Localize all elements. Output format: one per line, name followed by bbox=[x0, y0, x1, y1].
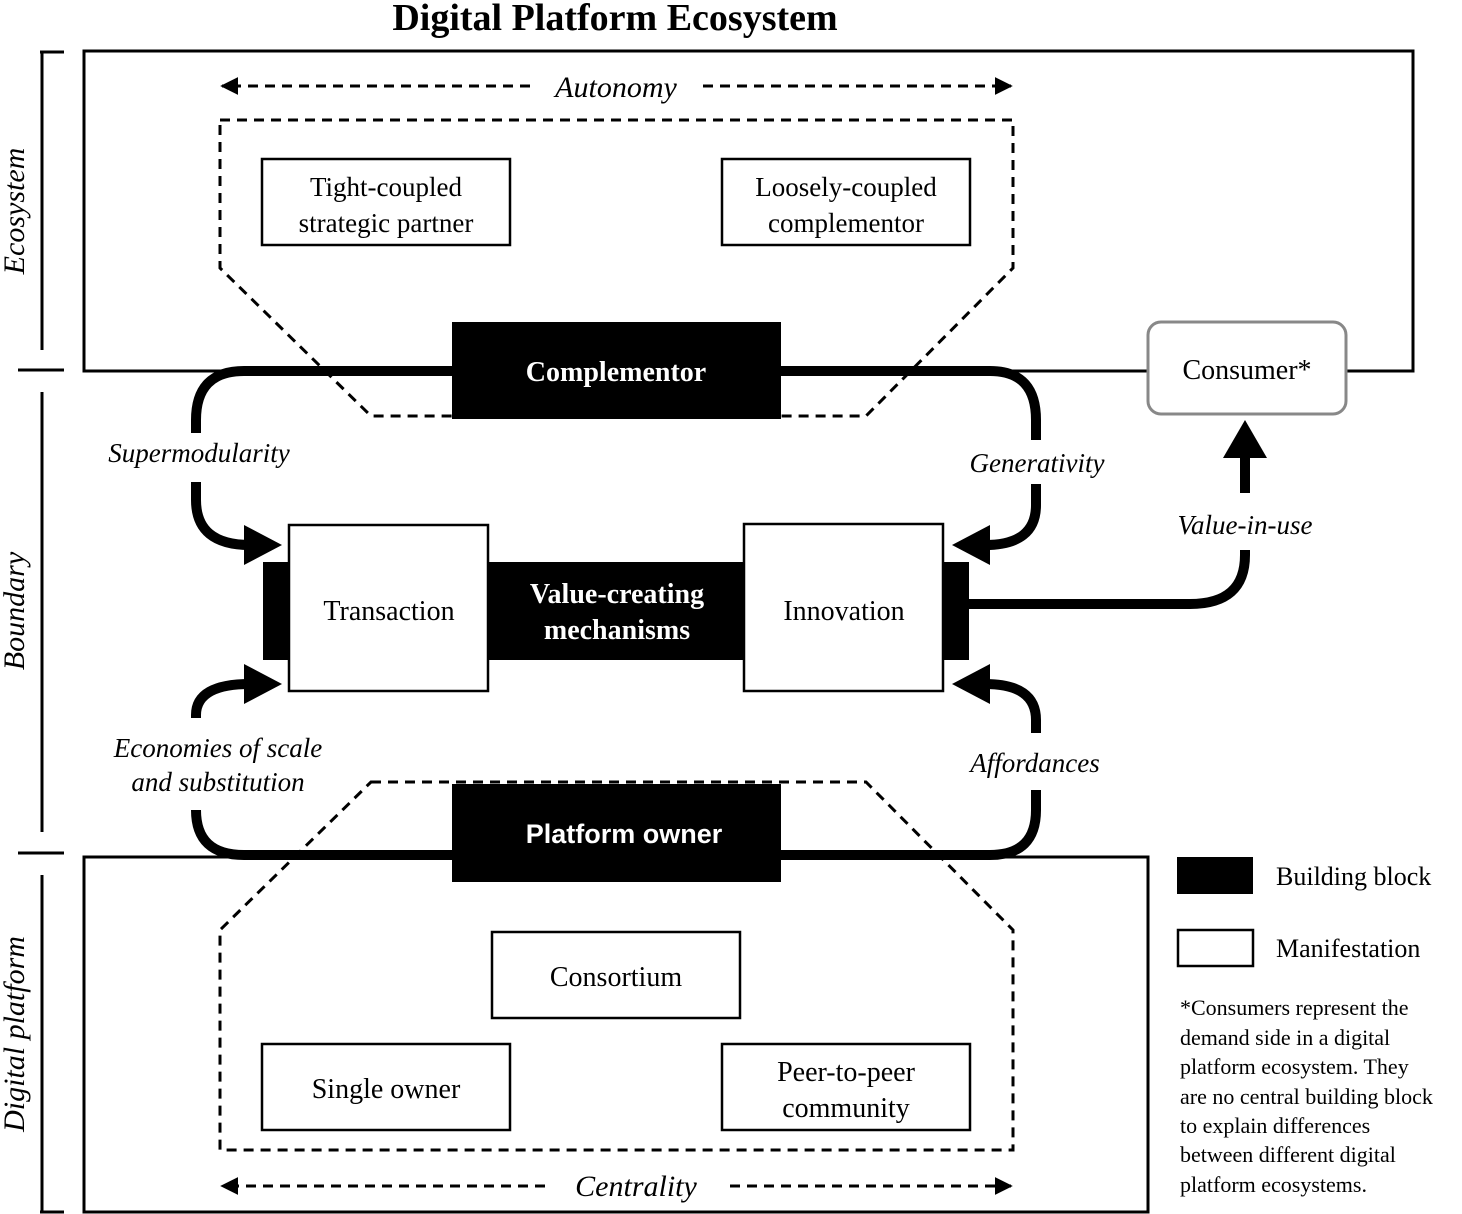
consumer-arrowhead bbox=[1223, 420, 1267, 458]
arrowheads bbox=[244, 420, 1267, 704]
legend: Building block Manifestation *Consumers … bbox=[1176, 857, 1433, 1197]
platform-owner-manifestations-area bbox=[218, 780, 1015, 1152]
peer-to-peer-line1: Peer-to-peer bbox=[777, 1057, 915, 1088]
footnote-line: platform ecosystem. They bbox=[1180, 1054, 1409, 1079]
tight-coupled-partner-line1: Tight-coupled bbox=[310, 172, 463, 202]
complementor-loop-right bbox=[778, 366, 1041, 440]
autonomy-label: Autonomy bbox=[553, 71, 677, 104]
layer-bracket-boundary bbox=[18, 392, 64, 855]
generativity-arrowhead bbox=[952, 525, 990, 565]
complementor-label: Complementor bbox=[526, 357, 706, 388]
footnote-line: platform ecosystems. bbox=[1180, 1172, 1367, 1197]
footnote-line: demand side in a digital bbox=[1180, 1025, 1390, 1050]
connector-paths bbox=[191, 366, 1250, 860]
footnote-line: are no central building block bbox=[1180, 1084, 1433, 1109]
transaction-box bbox=[287, 523, 490, 693]
platform-owner-loop-right bbox=[778, 790, 1041, 860]
peer-to-peer-box bbox=[720, 1042, 972, 1132]
layer-label-digital-platform: Digital platform bbox=[0, 936, 31, 1133]
affordances-label: Affordances bbox=[968, 748, 1099, 778]
consortium-box bbox=[490, 930, 742, 1020]
legend-manifestation-label: Manifestation bbox=[1276, 934, 1420, 963]
consumer-label: Consumer* bbox=[1182, 355, 1311, 386]
transaction-label: Transaction bbox=[323, 596, 454, 627]
supermodularity-arrowhead bbox=[244, 525, 282, 565]
complementor-loop-left bbox=[191, 366, 455, 433]
supermodularity-label: Supermodularity bbox=[108, 438, 290, 468]
value-in-use-path bbox=[969, 550, 1250, 609]
layer-bracket-digital-platform bbox=[40, 875, 64, 1214]
value-creating-line2: mechanisms bbox=[544, 615, 690, 646]
supermodularity-arrow-shaft bbox=[191, 482, 251, 550]
footnote-line: to explain differences bbox=[1180, 1113, 1370, 1138]
tight-coupled-partner-box bbox=[260, 157, 512, 247]
legend-building-block-label: Building block bbox=[1276, 862, 1431, 891]
platform-owner-label: Platform owner bbox=[526, 819, 723, 849]
layer-label-boundary: Boundary bbox=[0, 551, 31, 670]
economies-arrowhead bbox=[244, 664, 282, 704]
innovation-label: Innovation bbox=[783, 596, 904, 627]
generativity-label: Generativity bbox=[970, 448, 1105, 478]
layer-bracket-ecosystem bbox=[18, 50, 64, 372]
loosely-coupled-complementor-line1: Loosely-coupled bbox=[755, 172, 937, 202]
loosely-coupled-complementor-box bbox=[720, 157, 972, 247]
legend-building-block-swatch bbox=[1177, 857, 1253, 894]
value-in-use-label: Value-in-use bbox=[1178, 510, 1313, 540]
economies-arrow-shaft bbox=[191, 679, 251, 718]
digital-platform-frame bbox=[82, 855, 1150, 1214]
tight-coupled-partner-line2: strategic partner bbox=[299, 208, 474, 238]
diagram-title: Digital Platform Ecosystem bbox=[392, 0, 837, 39]
value-creating-line1: Value-creating bbox=[530, 579, 704, 610]
peer-to-peer-line2: community bbox=[782, 1093, 910, 1124]
complementor-manifestations-area bbox=[218, 118, 1015, 418]
centrality-label: Centrality bbox=[575, 1170, 697, 1203]
economies-label-line2: and substitution bbox=[131, 767, 304, 797]
loosely-coupled-complementor-line2: complementor bbox=[768, 208, 924, 238]
legend-manifestation-swatch bbox=[1176, 928, 1255, 968]
generativity-arrow-shaft bbox=[984, 484, 1041, 550]
innovation-box bbox=[742, 522, 945, 693]
platform-owner-loop-left bbox=[191, 809, 455, 860]
platform-owner-block bbox=[452, 784, 781, 882]
affordances-arrowhead bbox=[952, 664, 990, 704]
legend-footnote: *Consumers represent the demand side in … bbox=[1180, 995, 1433, 1197]
footnote-line: *Consumers represent the bbox=[1180, 995, 1409, 1020]
consumer-box bbox=[1146, 320, 1348, 416]
layer-label-ecosystem: Ecosystem bbox=[0, 148, 31, 276]
economies-label-line1: Economies of scale bbox=[113, 733, 322, 763]
complementor-block bbox=[452, 322, 781, 419]
consortium-label: Consortium bbox=[550, 962, 682, 993]
footnote-line: between different digital bbox=[1180, 1142, 1396, 1167]
affordances-arrow-shaft bbox=[984, 679, 1041, 733]
single-owner-label: Single owner bbox=[312, 1074, 461, 1105]
single-owner-box bbox=[260, 1042, 512, 1132]
